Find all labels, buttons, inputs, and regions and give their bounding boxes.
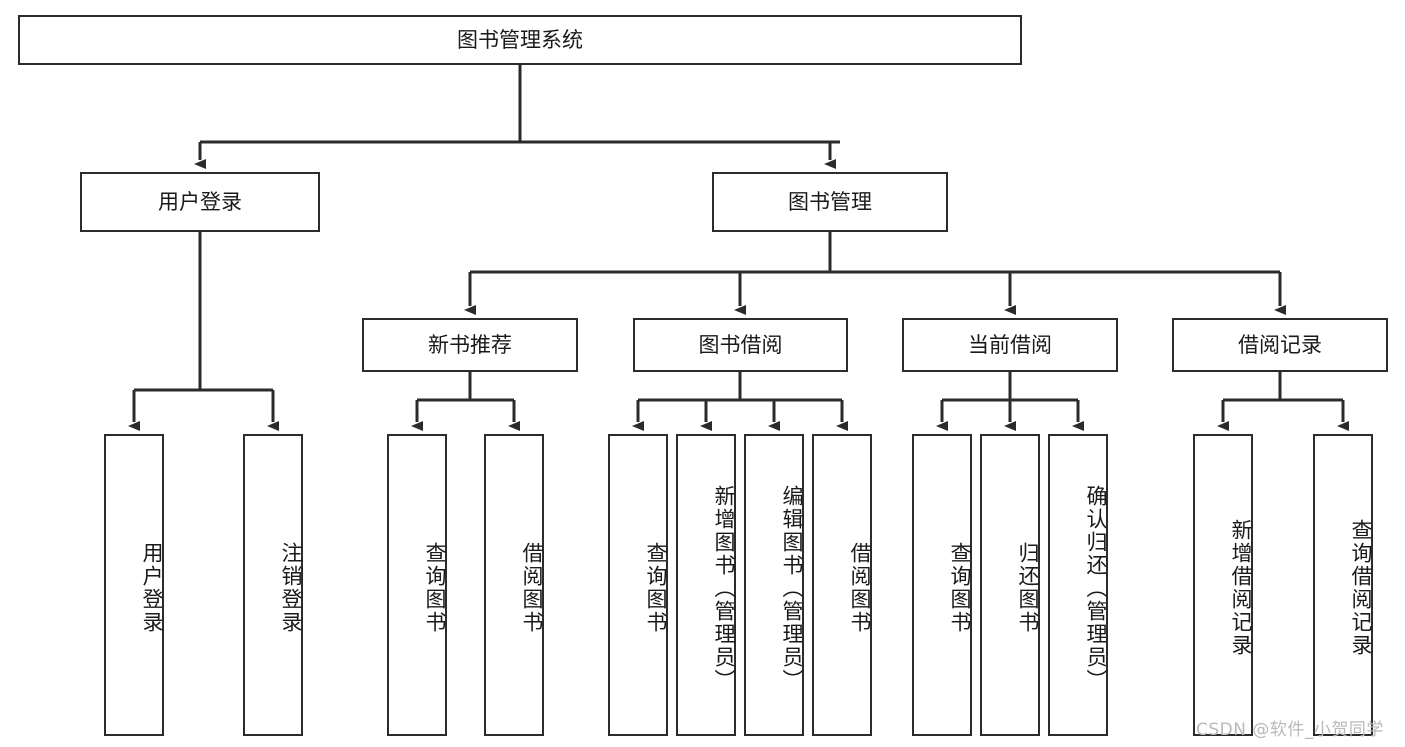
leaf-logout[interactable]: 注销登录 <box>243 434 303 736</box>
leaf-edit-book-admin[interactable]: 编辑图书（管理员） <box>744 434 804 736</box>
leaf-label: 借阅图书 <box>848 542 872 634</box>
leaf-label: 查询借阅记录 <box>1349 519 1373 657</box>
node-book-borrow[interactable]: 图书借阅 <box>633 318 848 372</box>
leaf-label: 用户登录 <box>140 542 164 634</box>
leaf-query-book-borrow[interactable]: 查询图书 <box>608 434 668 736</box>
leaf-add-borrow-record[interactable]: 新增借阅记录 <box>1193 434 1253 736</box>
leaf-confirm-return-admin[interactable]: 确认归还（管理员） <box>1048 434 1108 736</box>
leaf-label: 新增图书（管理员） <box>712 484 736 692</box>
leaf-query-book-newbook[interactable]: 查询图书 <box>387 434 447 736</box>
leaf-query-book-current[interactable]: 查询图书 <box>912 434 972 736</box>
leaf-label: 借阅图书 <box>520 542 544 634</box>
node-current-borrow[interactable]: 当前借阅 <box>902 318 1118 372</box>
leaf-borrow-book-newbook[interactable]: 借阅图书 <box>484 434 544 736</box>
leaf-return-book[interactable]: 归还图书 <box>980 434 1040 736</box>
leaf-label: 查询图书 <box>948 542 972 634</box>
leaf-borrow-book[interactable]: 借阅图书 <box>812 434 872 736</box>
leaf-label: 查询图书 <box>423 542 447 634</box>
node-book-management[interactable]: 图书管理 <box>712 172 948 232</box>
leaf-label: 编辑图书（管理员） <box>780 484 804 692</box>
leaf-query-borrow-record[interactable]: 查询借阅记录 <box>1313 434 1373 736</box>
leaf-label: 查询图书 <box>644 542 668 634</box>
csdn-watermark: CSDN @软件_小贺同学 <box>1196 720 1384 740</box>
leaf-label: 新增借阅记录 <box>1229 519 1253 657</box>
leaf-add-book-admin[interactable]: 新增图书（管理员） <box>676 434 736 736</box>
node-root[interactable]: 图书管理系统 <box>18 15 1022 65</box>
node-user-login[interactable]: 用户登录 <box>80 172 320 232</box>
leaf-user-login[interactable]: 用户登录 <box>104 434 164 736</box>
leaf-label: 确认归还（管理员） <box>1084 484 1108 692</box>
node-borrow-records[interactable]: 借阅记录 <box>1172 318 1388 372</box>
leaf-label: 注销登录 <box>279 542 303 634</box>
node-new-book-recommend[interactable]: 新书推荐 <box>362 318 578 372</box>
leaf-label: 归还图书 <box>1016 542 1040 634</box>
